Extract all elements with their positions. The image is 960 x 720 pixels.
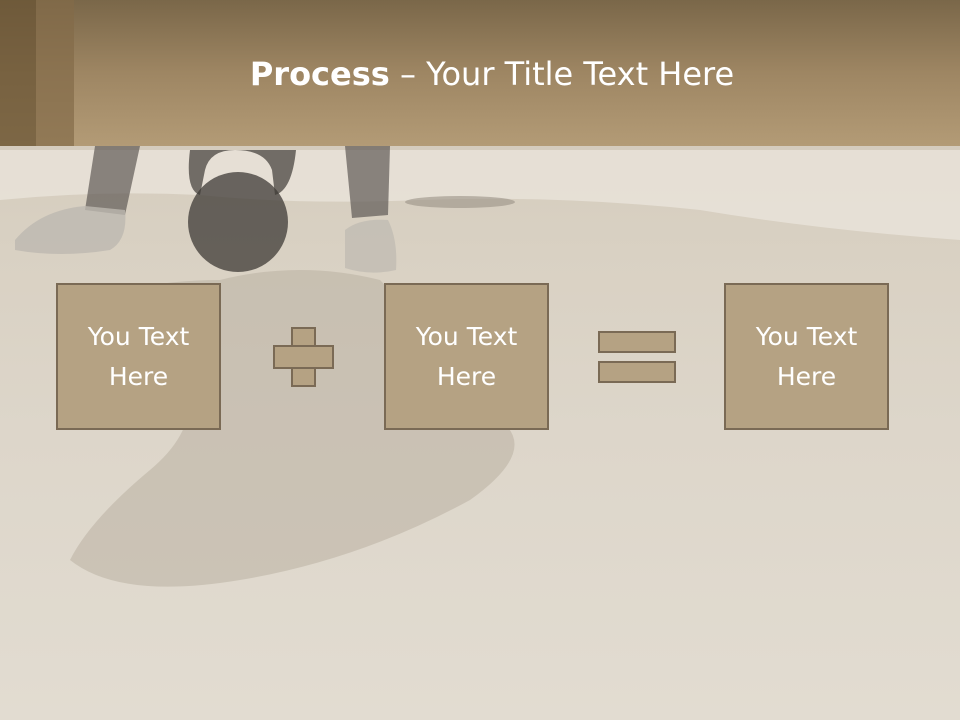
process-box-3-text: You Text Here bbox=[755, 321, 858, 391]
title-rest: – Your Title Text Here bbox=[389, 55, 735, 93]
process-box-2-text: You Text Here bbox=[415, 321, 518, 391]
plus-center bbox=[293, 347, 314, 367]
equals-top-bar bbox=[598, 331, 676, 353]
process-box-3[interactable]: You Text Here bbox=[724, 283, 889, 430]
title-banner: Process – Your Title Text Here bbox=[0, 0, 960, 146]
process-box-1[interactable]: You Text Here bbox=[56, 283, 221, 430]
banner-stripe bbox=[36, 0, 74, 146]
banner-stripe bbox=[0, 0, 36, 146]
equals-bottom-bar bbox=[598, 361, 676, 383]
slide-title[interactable]: Process – Your Title Text Here bbox=[0, 52, 960, 96]
process-box-2[interactable]: You Text Here bbox=[384, 283, 549, 430]
process-box-1-text: You Text Here bbox=[87, 321, 190, 391]
title-bold: Process bbox=[249, 55, 390, 93]
